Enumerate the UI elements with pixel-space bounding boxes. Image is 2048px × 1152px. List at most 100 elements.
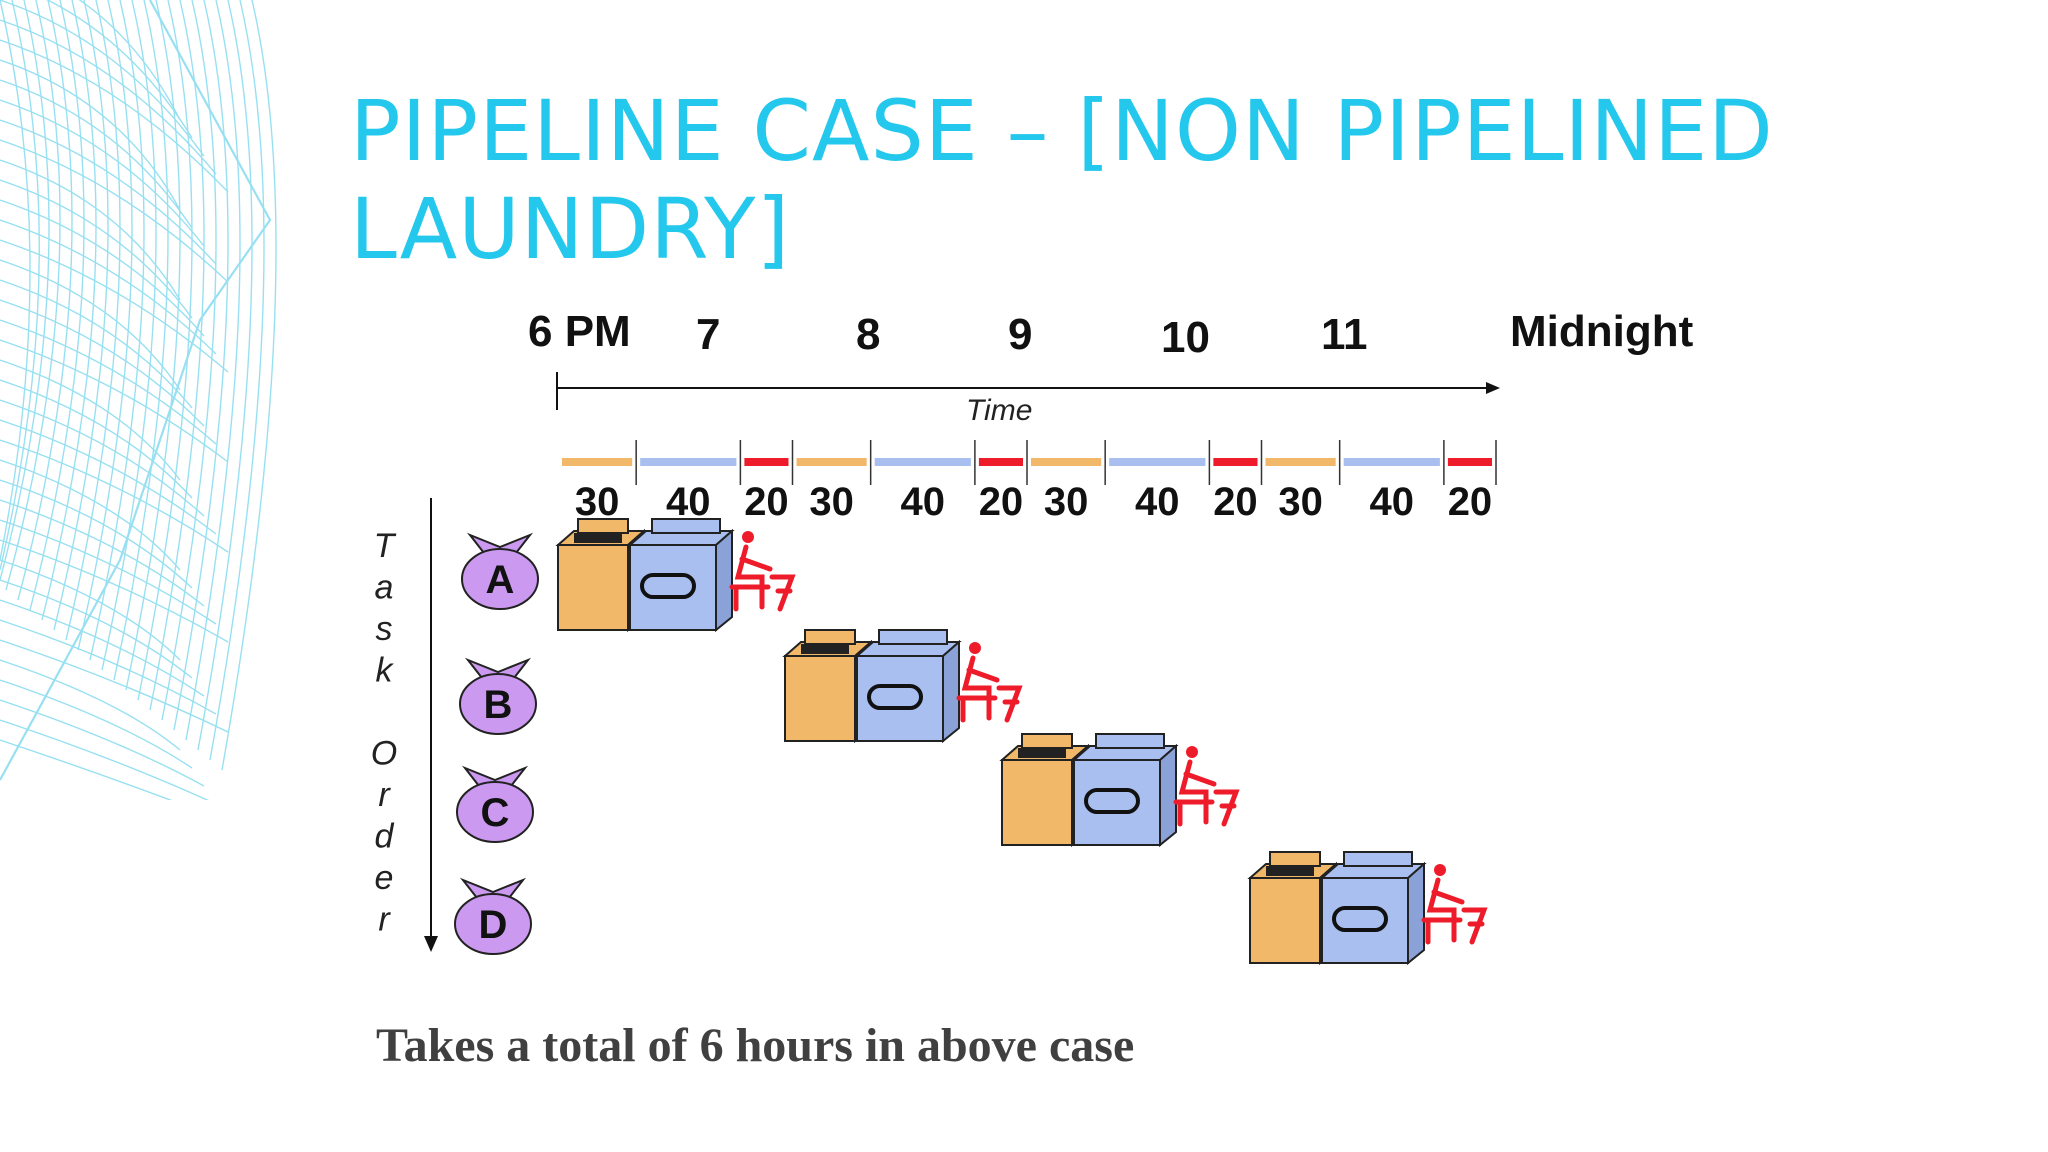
dryer-door <box>1332 906 1388 932</box>
hour-label: 9 <box>1008 310 1032 359</box>
task-letter: D <box>479 903 508 947</box>
dryer-door <box>867 684 923 710</box>
dryer-door <box>1084 788 1140 814</box>
table <box>1461 907 1488 945</box>
title-line-1: PIPELINE CASE – [NON PIPELINED <box>350 82 1774 180</box>
person-body <box>961 655 992 721</box>
mesh-lines <box>0 0 277 800</box>
bag-body <box>459 673 537 735</box>
washer-lid <box>801 644 849 654</box>
dryer-panel <box>878 629 948 645</box>
laundry-machines <box>1247 851 1488 966</box>
laundry-bag-a: A <box>461 532 539 610</box>
dryer-side <box>942 639 960 744</box>
folding-person-icon <box>1173 746 1240 827</box>
person-arm <box>966 667 1000 683</box>
person-head <box>742 531 754 543</box>
segment-duration-label: 30 <box>1278 480 1323 524</box>
folding-person-icon <box>1421 864 1488 945</box>
segment-duration-label: 20 <box>979 480 1024 524</box>
washer-panel <box>577 518 629 534</box>
bag-body <box>461 548 539 610</box>
hour-label: 8 <box>856 310 880 359</box>
person-arm <box>1183 771 1217 787</box>
segment-duration-label: 20 <box>1213 480 1258 524</box>
folding-person-icon <box>729 531 796 612</box>
segment-duration-label: 20 <box>744 480 789 524</box>
hour-label: 7 <box>696 310 720 359</box>
person-arm <box>1431 889 1465 905</box>
laundry-bag-d: D <box>454 877 532 955</box>
chair <box>1421 917 1463 945</box>
task-order-letter: a <box>375 569 394 607</box>
time-axis-label: Time <box>966 394 1032 427</box>
person-body <box>1178 759 1209 825</box>
dryer <box>1321 877 1409 964</box>
chair <box>729 584 771 612</box>
bag-top <box>459 877 527 899</box>
hour-label: 6 PM <box>528 307 631 356</box>
person-head <box>1186 746 1198 758</box>
dryer-panel <box>1095 733 1165 749</box>
person-body <box>1426 877 1457 943</box>
table <box>1213 789 1240 827</box>
bag-top <box>466 532 534 554</box>
laundry-bag-b: B <box>459 657 537 735</box>
person-body <box>734 544 765 610</box>
bag-body <box>454 893 532 955</box>
laundry-bag-c: C <box>456 765 534 843</box>
table <box>769 574 796 612</box>
task-order-letter: d <box>375 818 395 856</box>
dryer-side <box>1407 861 1425 966</box>
washer-lid <box>574 533 622 543</box>
chair <box>1173 799 1215 827</box>
washer <box>1249 877 1321 964</box>
washer-panel <box>1269 851 1321 867</box>
segment-duration-label: 40 <box>1135 480 1180 524</box>
wireframe-decoration <box>0 0 277 800</box>
washer <box>557 544 629 631</box>
segment-duration-label: 40 <box>666 480 711 524</box>
chair <box>956 695 998 723</box>
segment-duration-label: 40 <box>901 480 946 524</box>
task-order-letter: T <box>374 527 397 565</box>
segment-duration-label: 30 <box>1044 480 1089 524</box>
task-order-letter: s <box>376 610 393 648</box>
dryer-panel <box>651 518 721 534</box>
title-line-2: LAUNDRY] <box>350 180 791 278</box>
hour-label: 11 <box>1321 310 1368 359</box>
folding-person-icon <box>956 642 1023 723</box>
dryer-side <box>1159 743 1177 848</box>
task-order-arrowhead <box>424 936 438 952</box>
laundry-machines <box>782 629 1023 744</box>
dryer-panel <box>1343 851 1413 867</box>
bag-body <box>456 781 534 843</box>
task-order-letter: k <box>376 652 395 690</box>
dryer-side <box>715 528 733 633</box>
task-order-letter: r <box>378 776 391 814</box>
segment-duration-label: 30 <box>575 480 620 524</box>
washer-panel <box>804 629 856 645</box>
hour-label: 10 <box>1161 313 1210 362</box>
dryer-door <box>640 573 696 599</box>
hour-label: Midnight <box>1510 307 1694 356</box>
person-arm <box>739 556 773 572</box>
task-order-letter: r <box>378 901 391 939</box>
washer <box>1001 759 1073 846</box>
person-head <box>1434 864 1446 876</box>
task-letter: B <box>484 683 513 727</box>
segment-duration-label: 40 <box>1370 480 1415 524</box>
laundry-machines <box>555 518 796 633</box>
task-order-letter: O <box>371 735 397 773</box>
task-order-letter: e <box>375 859 394 897</box>
washer-lid <box>1266 866 1314 876</box>
person-head <box>969 642 981 654</box>
task-letter: C <box>481 791 510 835</box>
segment-duration-label: 20 <box>1448 480 1493 524</box>
slide-title: PIPELINE CASE – [NON PIPELINED LAUNDRY] <box>350 82 1850 278</box>
bag-top <box>461 765 529 787</box>
time-axis-arrowhead <box>1486 382 1500 394</box>
laundry-machines <box>999 733 1240 848</box>
